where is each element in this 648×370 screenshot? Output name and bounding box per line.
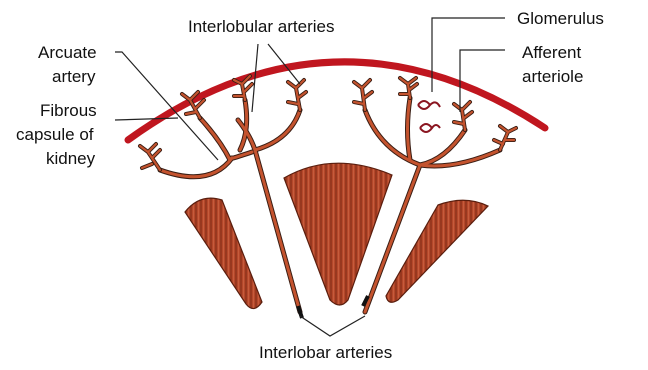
label-afferent-line2: arteriole [522, 67, 583, 86]
label-arcuate-line2: artery [52, 67, 96, 86]
label-fibrous-line1: Fibrous [40, 101, 97, 120]
label-interlobular-arteries: Interlobular arteries [188, 17, 334, 36]
label-afferent-line1: Afferent [522, 43, 582, 62]
label-glomerulus: Glomerulus [517, 9, 604, 28]
label-fibrous-line3: kidney [46, 149, 96, 168]
glomeruli [418, 101, 440, 132]
label-fibrous-line2: capsule of [16, 125, 94, 144]
pyramid-left [185, 198, 262, 308]
label-interlobar-arteries: Interlobar arteries [259, 343, 392, 362]
label-arcuate-line1: Arcuate [38, 43, 97, 62]
